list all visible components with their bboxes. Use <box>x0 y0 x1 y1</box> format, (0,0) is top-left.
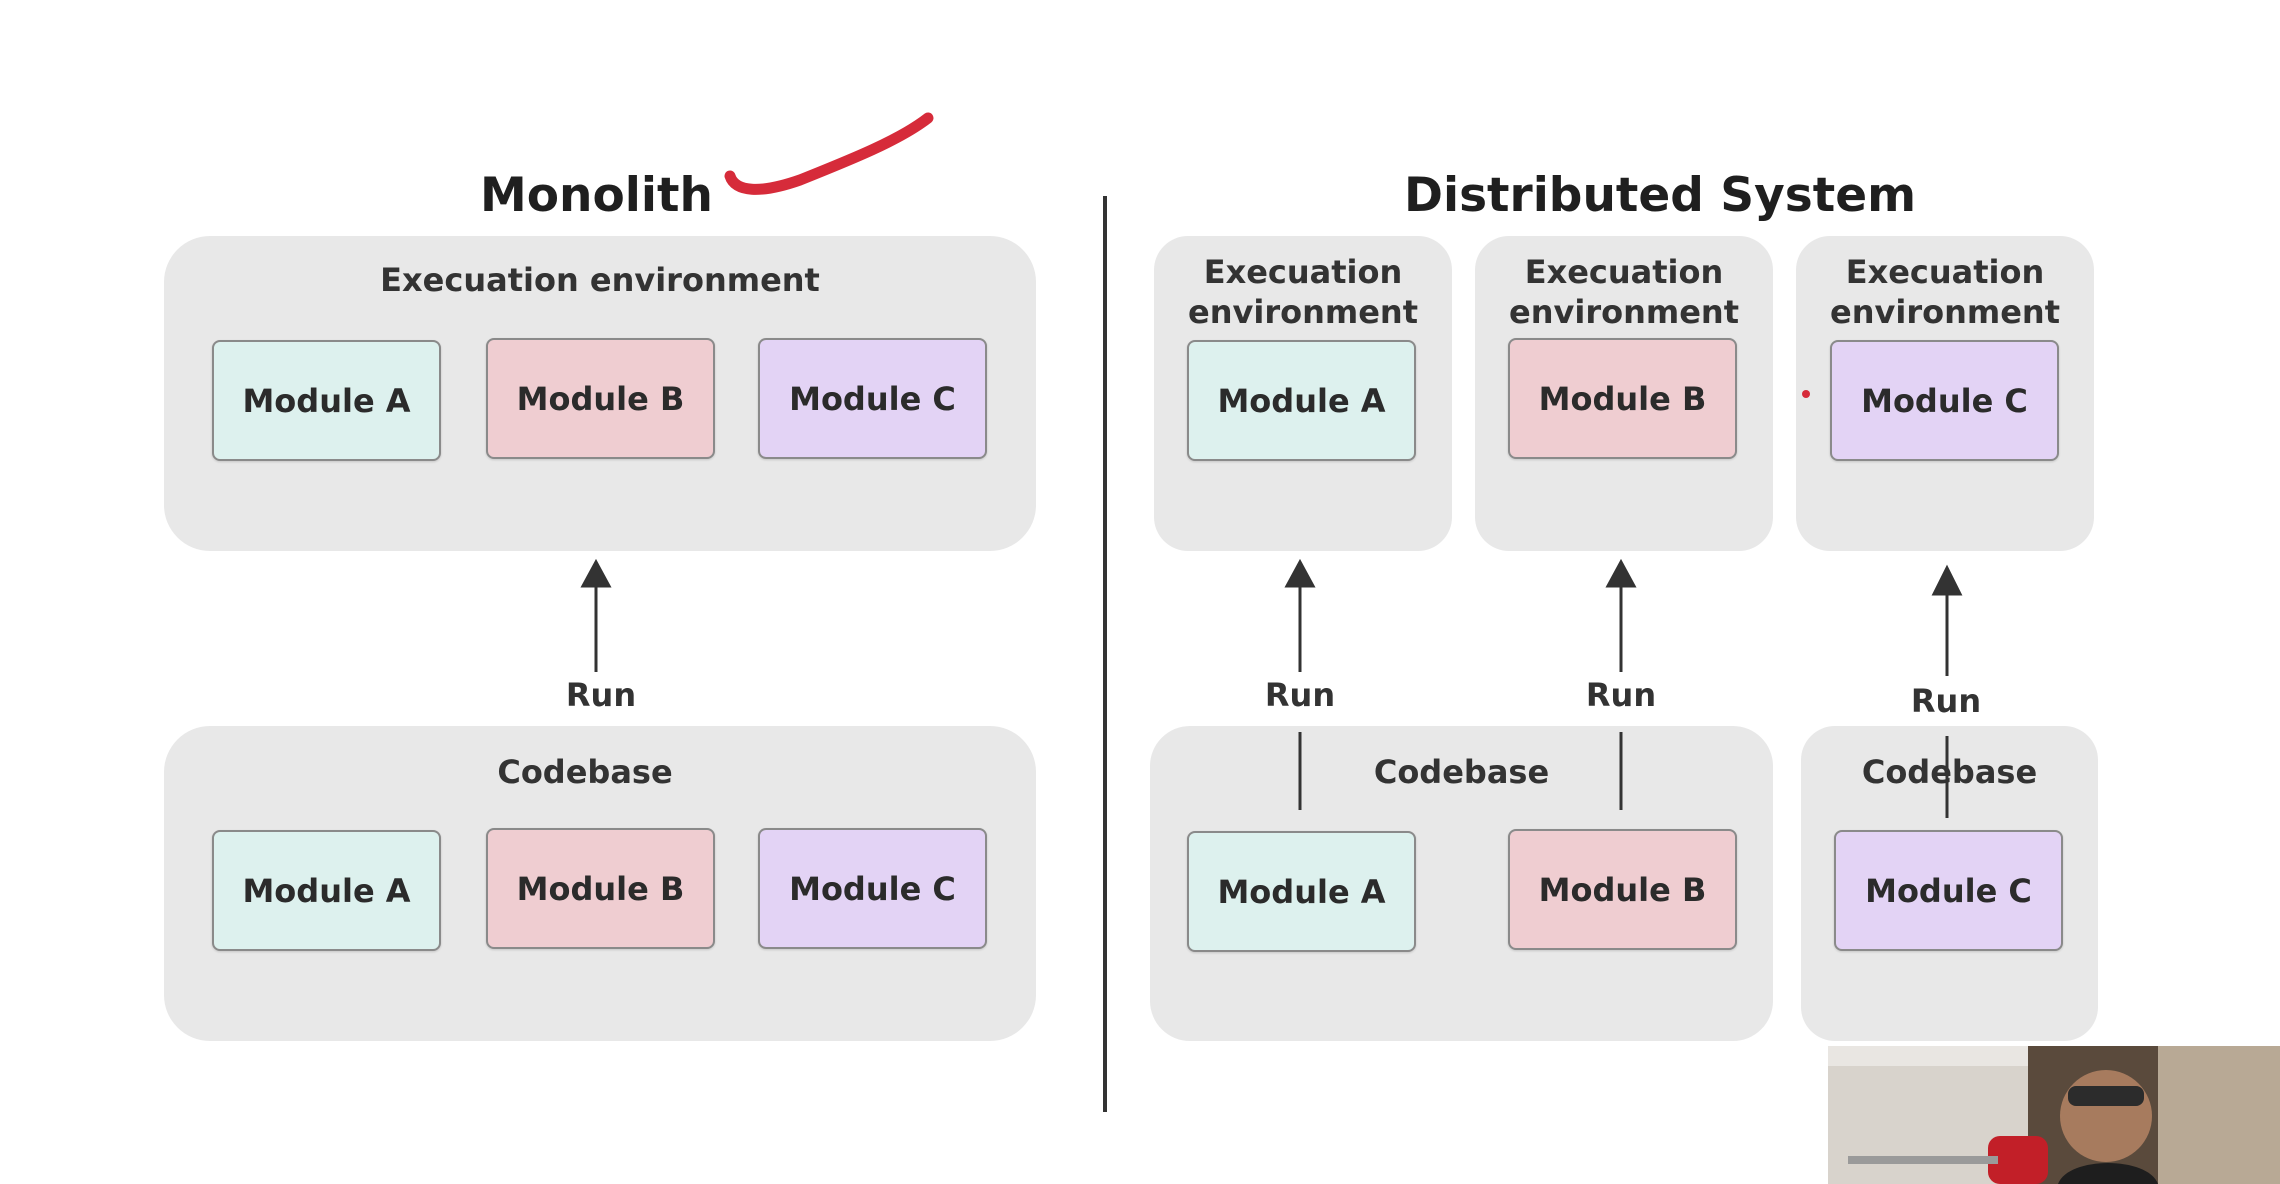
exec-env-label-line1: Execuation <box>1203 253 1403 291</box>
module-a: Module A <box>212 340 441 461</box>
exec-env-label-line2: environment <box>1830 293 2060 331</box>
exec-env-label-line2: environment <box>1188 293 1418 331</box>
monolith-exec-env-panel: Execuation environment Module A Module B… <box>164 236 1036 551</box>
module-a: Module A <box>1187 831 1416 952</box>
module-b: Module B <box>486 828 715 949</box>
exec-env-label: Execuation environment <box>380 261 820 299</box>
monolith-codebase-panel: Codebase Module A Module B Module C <box>164 726 1036 1041</box>
distributed-exec-env-panel-b: Execuation environment Module B <box>1475 236 1773 551</box>
webcam-image <box>1828 1046 2280 1184</box>
codebase-label: Codebase <box>1861 753 2038 791</box>
distributed-exec-env-panel-a: Execuation environment Module A <box>1154 236 1452 551</box>
module-a: Module A <box>1187 340 1416 461</box>
presenter-webcam <box>1828 1046 2280 1184</box>
module-b: Module B <box>486 338 715 459</box>
run-label: Run <box>1585 676 1657 714</box>
module-b: Module B <box>1508 829 1737 950</box>
run-label: Run <box>1910 682 1982 720</box>
distributed-exec-env-panel-c: Execuation environment Module C <box>1796 236 2094 551</box>
divider-line <box>1103 196 1107 1112</box>
run-label: Run <box>1264 676 1336 714</box>
module-c: Module C <box>758 338 987 459</box>
exec-env-label-line2: environment <box>1509 293 1739 331</box>
module-a: Module A <box>212 830 441 951</box>
module-c: Module C <box>1830 340 2059 461</box>
arrow-head <box>1931 564 1963 596</box>
arrow-head <box>1605 558 1637 588</box>
exec-env-label-line1: Execuation <box>1524 253 1724 291</box>
exec-env-label-line1: Execuation <box>1845 253 2045 291</box>
monolith-title: Monolith <box>480 168 713 223</box>
module-b: Module B <box>1508 338 1737 459</box>
run-label: Run <box>565 676 637 714</box>
distributed-system-title: Distributed System <box>1403 168 1917 223</box>
distributed-codebase-panel-c: Codebase Module C <box>1801 726 2098 1041</box>
arrow-head <box>580 558 612 588</box>
distributed-codebase-panel-ab: Codebase Module A Module B <box>1150 726 1773 1041</box>
codebase-label: Codebase <box>1373 753 1550 791</box>
arrow-head <box>1284 558 1316 588</box>
module-c: Module C <box>758 828 987 949</box>
codebase-label: Codebase <box>497 753 673 791</box>
module-c: Module C <box>1834 830 2063 951</box>
